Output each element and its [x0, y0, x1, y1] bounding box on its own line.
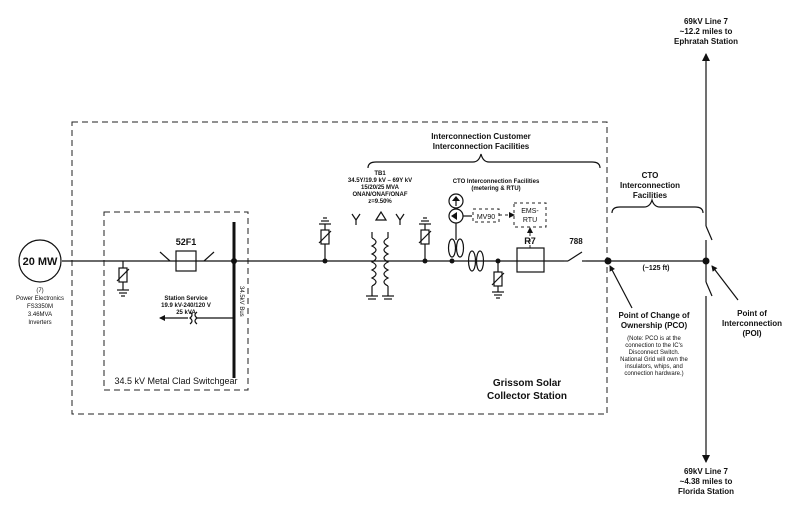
cto-facilities-line1: CTO Interconnection Facilities: [453, 179, 540, 185]
icif-label-line1: Interconnection Customer: [431, 132, 531, 141]
transformer-line3: 15/20/25 MVA: [361, 185, 400, 191]
icif-bracket: [367, 153, 601, 169]
bus-label: 34.5kV Bus: [238, 286, 244, 317]
junction-arrester-3: [422, 258, 428, 264]
line-bottom-line2: ~4.38 miles to: [680, 477, 733, 486]
generator-count: (7): [36, 288, 43, 294]
junction-arrester-4: [495, 258, 501, 264]
ems-rtu-line1: EMS-: [521, 208, 539, 215]
cto-label-line3: Facilities: [633, 191, 668, 200]
bus-junction: [231, 258, 237, 264]
cto-bracket: [611, 197, 704, 214]
line-bottom-line1: 69kV Line 7: [684, 467, 729, 476]
generator-line2: FS3350M: [27, 304, 53, 310]
breaker-r7-label: R7: [524, 236, 536, 246]
surge-arrester-2: [318, 217, 332, 261]
poi-line1: Point of: [737, 309, 767, 318]
transformer-line2: 34.5Y/19.9 kV – 69Y kV: [348, 178, 412, 184]
collector-station-boundary: [71, 121, 608, 415]
pco-arrow: [609, 265, 633, 309]
poi-line2: Interconnection: [722, 319, 782, 328]
cto-label-line2: Interconnection: [620, 181, 680, 190]
pco-line2: Ownership (PCO): [621, 321, 688, 330]
switchgear-boundary: [103, 211, 249, 391]
surge-arrester-1: [116, 261, 130, 297]
transformer-line5: z=9.50%: [368, 199, 392, 205]
current-transformers: [447, 238, 485, 272]
cto-label-line1: CTO: [642, 171, 659, 180]
station-service-title: Station Service: [164, 296, 208, 302]
cto-facilities-line2: (metering & RTU): [471, 186, 520, 192]
pco-note4: National Grid will own the: [620, 357, 688, 363]
poi-line3: (POI): [742, 329, 761, 338]
watt-meter-icon: [448, 193, 464, 209]
generator-line3: 3.46MVA: [28, 312, 52, 318]
switchgear-label: 34.5 kV Metal Clad Switchgear: [114, 376, 237, 386]
mv90-label: MV90: [477, 214, 495, 221]
disconnect-switch-788: [564, 251, 586, 267]
generator-symbol: 20 MW: [18, 239, 62, 283]
breaker-r7: [516, 247, 545, 273]
transformer-line4: ONAN/ONAF/ONAF: [353, 192, 408, 198]
line-top-line1: 69kV Line 7: [684, 17, 729, 26]
pco-note2: connection to the IC's: [625, 343, 683, 349]
poi-dot: [702, 257, 710, 265]
poi-arrow: [711, 265, 739, 301]
line-top-line3: Ephratah Station: [674, 37, 738, 46]
pco-line1: Point of Change of: [618, 311, 689, 320]
transformer-name: TB1: [374, 171, 386, 177]
pco-note6: connection hardware.): [624, 371, 683, 377]
station-service-line3: 25 kVA: [176, 310, 196, 316]
line-switch-north: [701, 222, 713, 244]
breaker-52f1: [159, 250, 215, 272]
switch-788-label: 788: [569, 237, 583, 246]
generator-line4: Inverters: [28, 320, 51, 326]
distance-label: (~125 ft): [642, 265, 669, 272]
ems-rtu-line2: RTU: [523, 217, 537, 224]
generator-line1: Power Electronics: [16, 296, 64, 302]
station-service-transformer: [189, 311, 198, 325]
surge-arrester-4: [491, 261, 505, 299]
transformer-tb1: [351, 210, 405, 300]
pco-note1: (Note: PCO is at the: [627, 336, 681, 342]
line-bottom-line3: Florida Station: [678, 487, 734, 496]
surge-arrester-3: [418, 217, 432, 261]
pco-note3: Disconnect Switch.: [629, 350, 680, 356]
pco-note5: insulators, whips, and: [625, 364, 683, 370]
junction-arrester-2: [322, 258, 328, 264]
line-switch-south: [701, 278, 713, 300]
pco-dot: [604, 257, 612, 265]
breaker-52f1-label: 52F1: [176, 237, 197, 247]
icif-label-line2: Interconnection Facilities: [433, 142, 530, 151]
station-service-line2: 19.9 kV-240/120 V: [161, 303, 211, 309]
station-name-line2: Collector Station: [487, 391, 567, 402]
generator-rating: 20 MW: [23, 256, 58, 268]
line-top-line2: ~12.2 miles to: [680, 27, 733, 36]
var-meter-icon: [448, 208, 472, 224]
station-name-line1: Grissom Solar: [493, 378, 561, 389]
